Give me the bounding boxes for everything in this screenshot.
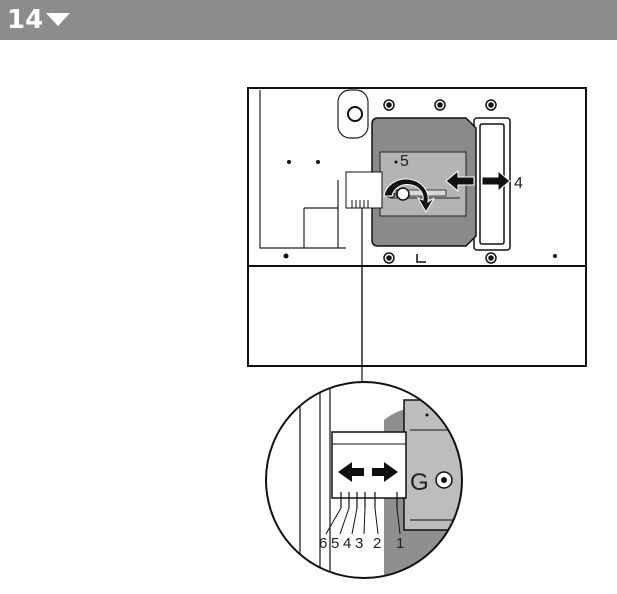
scale-number: 1 <box>396 535 404 552</box>
scale-number: 3 <box>355 535 363 552</box>
rotate-arrow-icon <box>383 178 435 214</box>
left-frame <box>259 89 369 249</box>
step-header: 14 <box>0 0 617 40</box>
step-number: 14 <box>7 5 44 35</box>
triangle-down-icon <box>46 13 70 26</box>
zoom-double-arrow-icon <box>338 462 398 482</box>
double-arrow-icon <box>445 169 511 193</box>
scale-number: 5 <box>331 535 339 552</box>
label-scale-mark: 5 <box>400 153 409 170</box>
scale-number: 4 <box>343 535 351 552</box>
zoom-detail <box>266 382 462 578</box>
bolts <box>383 99 497 264</box>
panel-scale <box>345 171 383 209</box>
installation-diagram: G 4 5 <box>247 87 587 579</box>
scale-number: 6 <box>319 535 327 552</box>
scale-number: 2 <box>373 535 381 552</box>
small-dots <box>283 160 557 259</box>
label-slide-direction: 4 <box>514 175 523 192</box>
zoom-lock-letter: G <box>410 469 429 496</box>
zoom-scale-numbers: 6 5 4 3 2 1 <box>319 535 404 552</box>
